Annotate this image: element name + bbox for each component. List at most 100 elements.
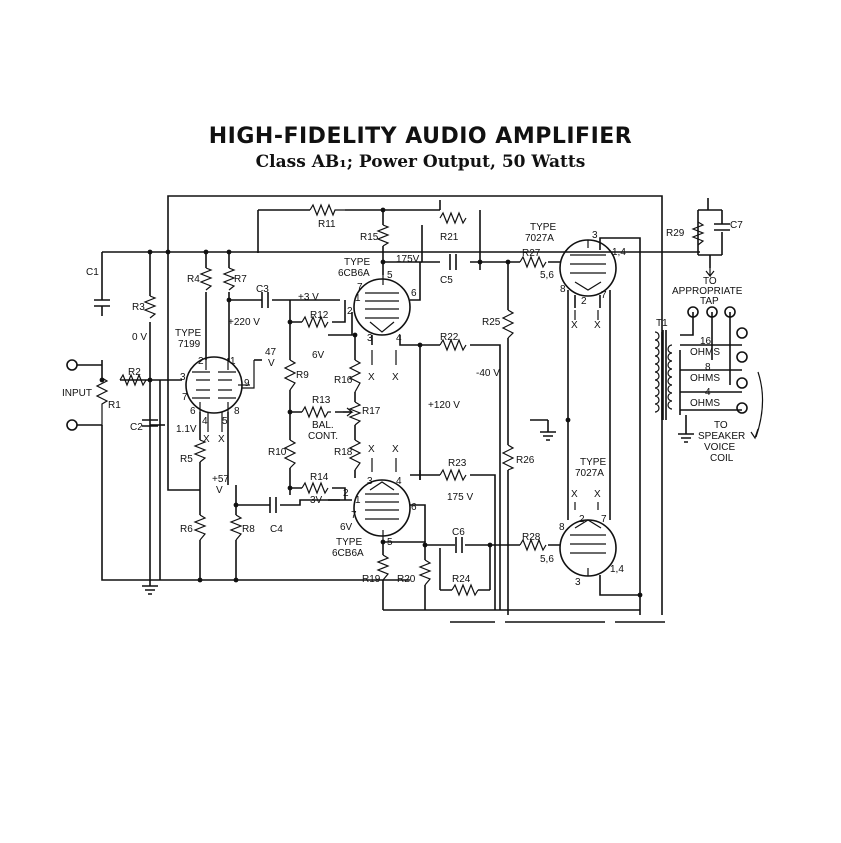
resistor-r23 <box>439 468 467 482</box>
tube-v4-type: TYPE <box>530 222 556 233</box>
resistor-r27 <box>519 255 547 269</box>
transformer-t1 <box>654 330 673 420</box>
tube-v2 <box>353 275 411 336</box>
pin-label: 3 <box>180 372 186 383</box>
pin-label: 5 <box>222 416 228 427</box>
label-r21: R21 <box>440 232 459 243</box>
pin-label: 4 <box>396 476 402 487</box>
label-r15: R15 <box>360 232 379 243</box>
voltage-0v: 0 V <box>132 332 147 343</box>
capacitor-c3 <box>261 292 269 308</box>
tube-v4 <box>559 239 617 297</box>
label-r19: R19 <box>362 574 381 585</box>
ohm8-value: 8 <box>705 362 711 373</box>
label-r3: R3 <box>132 302 145 313</box>
pin-label: 9 <box>244 378 250 389</box>
voltage-6v-top: 6V <box>312 350 325 361</box>
input-label: INPUT <box>62 388 92 399</box>
label-c1: C1 <box>86 267 99 278</box>
label-r1: R1 <box>108 400 121 411</box>
capacitor-c2 <box>142 419 158 427</box>
voltage-6v-bottom: 6V <box>340 522 353 533</box>
resistor-r14 <box>301 481 329 495</box>
pin-label: 1 <box>355 495 361 506</box>
tube-v3-model: 6CB6A <box>332 548 364 559</box>
resistor-r11 <box>309 203 345 217</box>
tube-v1-model: 7199 <box>178 339 201 350</box>
pin-label: 7 <box>357 282 363 293</box>
bal-cont-line1: BAL. <box>312 420 334 431</box>
label-t1: T1 <box>656 318 668 329</box>
bal-cont-line2: CONT. <box>308 431 338 442</box>
filament-x-labels: X X X X X X X X X X <box>203 320 601 500</box>
resistor-r24 <box>451 583 479 597</box>
label-r25: R25 <box>482 317 501 328</box>
x-mark: X <box>594 489 601 500</box>
label-c4: C4 <box>270 524 283 535</box>
label-c2: C2 <box>130 422 143 433</box>
page-title: HIGH-FIDELITY AUDIO AMPLIFIER <box>208 124 633 149</box>
label-r9: R9 <box>296 370 309 381</box>
pin-label: 3 <box>575 577 581 588</box>
pin-numbers: 2 1 3 9 7 6 8 4 5 5 7 1 2 6 3 4 3 4 2 1 … <box>180 230 626 588</box>
speaker-label-1: TO <box>714 420 728 431</box>
label-r6: R6 <box>180 524 193 535</box>
x-mark: X <box>203 434 210 445</box>
voltage-175-bottom: 175 V <box>447 492 473 503</box>
ground-symbol <box>678 430 694 443</box>
pin-label: 3 <box>592 230 598 241</box>
label-r17: R17 <box>362 406 381 417</box>
pin-label: 6 <box>411 288 417 299</box>
resistor-r18 <box>348 439 362 471</box>
pin-label: 5 <box>387 270 393 281</box>
pin-label: 8 <box>560 284 566 295</box>
label-r27: R27 <box>522 248 541 259</box>
ohm4-value: 4 <box>705 387 711 398</box>
voltage-57: +57 <box>212 474 229 485</box>
pin-label: 2 <box>581 296 587 307</box>
voltage-47: 47 <box>265 347 277 358</box>
text-labels: INPUT BAL. CONT. TO APPROPRIATE TAP 16 O… <box>62 276 745 464</box>
voltage-1-1: 1.1V <box>176 424 197 435</box>
voltage-220: +220 V <box>228 317 260 328</box>
x-mark: X <box>392 444 399 455</box>
label-r2: R2 <box>128 367 141 378</box>
pin-label: 4 <box>202 416 208 427</box>
resistor-r17 <box>348 401 362 426</box>
resistor-r6 <box>193 514 207 541</box>
resistor-r12 <box>301 315 329 329</box>
tube-labels: TYPE 7199 TYPE 6CB6A TYPE 6CB6A TYPE 702… <box>175 222 606 559</box>
label-r11: R11 <box>318 219 336 230</box>
pin-label: 5,6 <box>540 270 554 281</box>
x-mark: X <box>571 489 578 500</box>
voltage-47-unit: V <box>268 358 275 369</box>
voltage-minus40: -40 V <box>476 368 500 379</box>
speaker-label-3: VOICE <box>704 442 735 453</box>
tube-v1 <box>185 356 255 414</box>
resistor-r2 <box>119 373 147 387</box>
x-mark: X <box>594 320 601 331</box>
resistor-r16 <box>348 359 362 393</box>
ohm16-unit: OHMS <box>690 347 720 358</box>
pin-label: 6 <box>190 406 196 417</box>
resistor-r9 <box>283 359 297 391</box>
component-labels: R11 R15 R21 R27 R29 C7 C1 R4 R7 C3 R3 R2… <box>86 219 743 585</box>
input-terminal-bottom <box>66 419 78 431</box>
pin-label: 1 <box>355 293 361 304</box>
speaker-label-4: COIL <box>710 453 734 464</box>
voltage-175-top: 175V <box>396 254 420 265</box>
ground-symbol <box>142 580 158 595</box>
tap-label-2: APPROPRIATE <box>672 286 743 297</box>
label-r28: R28 <box>522 532 541 543</box>
resistor-r21 <box>439 211 467 225</box>
pin-label: 3 <box>367 476 373 487</box>
resistor-r4 <box>199 267 213 291</box>
x-mark: X <box>368 372 375 383</box>
pin-label: 5,6 <box>540 554 554 565</box>
label-r23: R23 <box>448 458 467 469</box>
pin-label: 8 <box>559 522 565 533</box>
tube-v2-model: 6CB6A <box>338 268 370 279</box>
voltage-120: +120 V <box>428 400 460 411</box>
